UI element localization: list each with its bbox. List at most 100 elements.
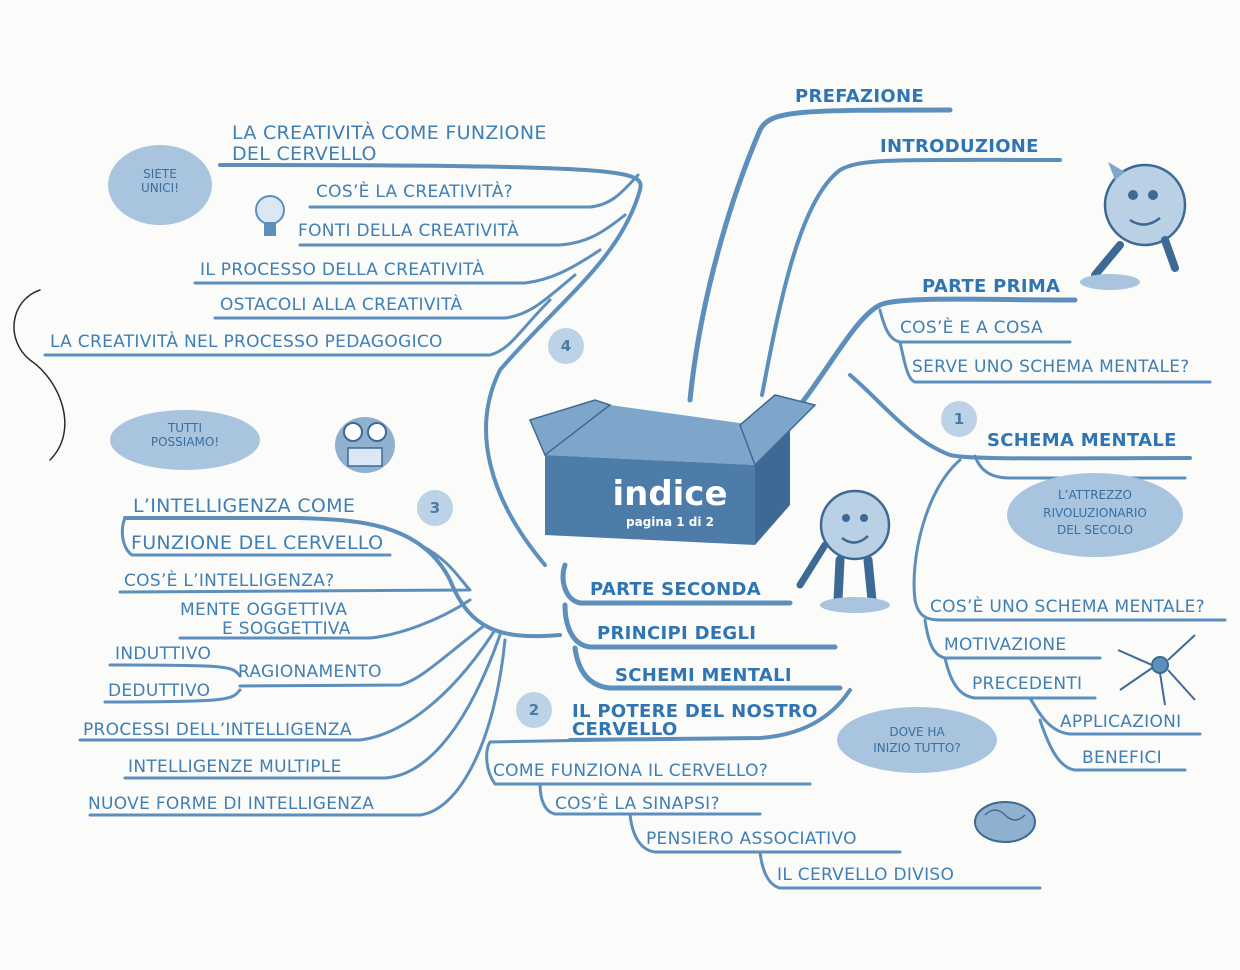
- neuron-icon: [1117, 634, 1196, 706]
- label-section3-item-7[interactable]: PROCESSI DELL’INTELLIGENZA: [83, 720, 352, 740]
- branch-section1-e: [1038, 718, 1187, 772]
- label-section1-item-1[interactable]: COS’È UNO SCHEMA MENTALE?: [930, 597, 1205, 617]
- center-title: indice: [612, 474, 728, 514]
- cloud-text-attrezzo-2: RIVOLUZIONARIO: [1043, 506, 1147, 520]
- branch-schemi: [572, 645, 843, 691]
- brain-icon: [974, 801, 1036, 843]
- label-section2-title-1[interactable]: IL POTERE DEL NOSTRO: [572, 701, 818, 722]
- label-section2-item-3[interactable]: PENSIERO ASSOCIATIVO: [646, 829, 857, 849]
- label-section4-item-3[interactable]: IL PROCESSO DELLA CREATIVITÀ: [200, 260, 485, 280]
- branch-section1-a: [912, 458, 1227, 622]
- branch-section1-c: [943, 656, 1097, 700]
- branch-section3-f: [78, 628, 497, 742]
- label-section1-item-5[interactable]: BENEFICI: [1082, 748, 1162, 768]
- label-prefazione[interactable]: PREFAZIONE: [795, 86, 924, 107]
- branch-section3-c: [238, 623, 487, 688]
- owl-icon: [335, 417, 395, 473]
- branch-section1-sub: [973, 454, 1187, 480]
- label-section4-title-2[interactable]: DEL CERVELLO: [232, 143, 377, 165]
- center-subtitle: pagina 1 di 2: [626, 515, 714, 529]
- label-schemi-mentali[interactable]: SCHEMI MENTALI: [615, 665, 792, 686]
- branch-section4-a: [308, 173, 640, 209]
- label-section3-item-3[interactable]: E SOGGETTIVA: [222, 619, 351, 639]
- branch-section1-d: [1028, 696, 1202, 736]
- section-1-number: 1: [941, 401, 977, 437]
- cloud-text-siete-1: SIETE: [143, 167, 177, 181]
- branch-section3-d: [108, 663, 242, 678]
- label-section1-item-2[interactable]: MOTIVAZIONE: [944, 635, 1067, 655]
- cloud-text-dove-1: DOVE HA: [889, 725, 945, 739]
- branch-section3-e: [103, 688, 242, 704]
- label-section4-title-1[interactable]: LA CREATIVITÀ COME FUNZIONE: [232, 122, 547, 144]
- label-section3-item-9[interactable]: NUOVE FORME DI INTELLIGENZA: [88, 794, 375, 814]
- label-principi-degli[interactable]: PRINCIPI DEGLI: [597, 623, 757, 644]
- branch-parte-prima: [767, 296, 1078, 443]
- label-parte-prima-1[interactable]: COS’È E A COSA: [900, 318, 1043, 338]
- label-section4-item-4[interactable]: OSTACOLI ALLA CREATIVITÀ: [220, 295, 463, 315]
- section-2-number: 2: [516, 692, 552, 728]
- cloud-tutti-possiamo: [110, 410, 260, 470]
- section-3-number: 3: [417, 490, 453, 526]
- label-schema-mentale[interactable]: SCHEMA MENTALE: [987, 430, 1177, 451]
- branch-section4-d: [213, 273, 577, 320]
- label-section1-item-3[interactable]: PRECEDENTI: [972, 674, 1083, 694]
- branch-section2-d: [758, 850, 1042, 890]
- branch-section3-a: [118, 543, 472, 594]
- label-section4-item-2[interactable]: FONTI DELLA CREATIVITÀ: [298, 221, 519, 241]
- label-section3-item-5[interactable]: INDUTTIVO: [115, 644, 212, 664]
- branch-section4-c: [193, 248, 602, 285]
- label-section3-item-2[interactable]: MENTE OGGETTIVA: [180, 600, 348, 620]
- branch-section4-e: [43, 298, 552, 357]
- label-section2-title-2[interactable]: CERVELLO: [572, 719, 678, 740]
- label-section3-title-2[interactable]: FUNZIONE DEL CERVELLO: [131, 532, 384, 554]
- branch-section1: [848, 373, 1192, 461]
- branch-section2-b: [538, 782, 762, 816]
- mascot-pointing-icon: [796, 489, 891, 613]
- branch-parte-prima-2: [898, 340, 1212, 384]
- label-section3-title-1[interactable]: L’INTELLIGENZA COME: [133, 495, 356, 517]
- branch-section3-b: [178, 598, 472, 640]
- branch-section2-a: [485, 738, 812, 786]
- cloud-text-tutti-1: TUTTI: [167, 421, 203, 435]
- label-section3-item-4[interactable]: RAGIONAMENTO: [238, 662, 382, 682]
- cloud-dove-ha-inizio: [837, 707, 997, 773]
- label-section2-item-1[interactable]: COME FUNZIONA IL CERVELLO?: [493, 761, 769, 781]
- label-section3-item-6[interactable]: DEDUTTIVO: [108, 681, 211, 701]
- branch-section3-h: [88, 638, 507, 817]
- lightbulb-icon: [255, 195, 285, 236]
- stray-pen-mark: [13, 289, 66, 461]
- label-section3-item-8[interactable]: INTELLIGENZE MULTIPLE: [128, 757, 342, 777]
- branch-parte-seconda: [560, 562, 793, 606]
- cloud-siete-unici: [108, 145, 212, 225]
- label-parte-prima[interactable]: PARTE PRIMA: [922, 276, 1061, 297]
- label-section2-item-4[interactable]: IL CERVELLO DIVISO: [777, 865, 955, 885]
- cloud-text-tutti-2: POSSIAMO!: [150, 435, 220, 449]
- branch-section2: [568, 688, 852, 742]
- label-section3-item-1[interactable]: COS’È L’INTELLIGENZA?: [124, 571, 335, 591]
- branch-section3-title: [120, 516, 392, 557]
- box-icon: [528, 394, 817, 545]
- label-introduzione[interactable]: INTRODUZIONE: [880, 136, 1039, 157]
- branch-section4: [218, 163, 643, 567]
- label-section2-item-2[interactable]: COS’È LA SINAPSI?: [555, 794, 720, 814]
- mascot-running-icon: [1080, 162, 1187, 290]
- cloud-attrezzo: [1007, 473, 1183, 557]
- label-section1-item-4[interactable]: APPLICAZIONI: [1060, 712, 1182, 732]
- label-section4-item-1[interactable]: COS’È LA CREATIVITÀ?: [316, 182, 513, 202]
- cloud-text-dove-2: INIZIO TUTTO?: [873, 741, 961, 755]
- cloud-text-attrezzo-1: L’ATTREZZO: [1057, 488, 1133, 502]
- branch-section3: [123, 516, 562, 639]
- cloud-text-siete-2: UNICI!: [140, 181, 180, 195]
- branch-section3-g: [123, 633, 502, 780]
- branch-section2-c: [628, 812, 902, 854]
- label-parte-seconda[interactable]: PARTE SECONDA: [590, 579, 761, 600]
- label-section4-item-5[interactable]: LA CREATIVITÀ NEL PROCESSO PEDAGOGICO: [50, 332, 443, 352]
- cloud-text-attrezzo-3: DEL SECOLO: [1056, 523, 1134, 537]
- branch-principi: [562, 602, 838, 650]
- label-parte-prima-2[interactable]: SERVE UNO SCHEMA MENTALE?: [912, 357, 1190, 377]
- section-4-number: 4: [548, 328, 584, 364]
- branch-prefazione: [687, 107, 953, 403]
- branch-introduzione: [760, 157, 1062, 397]
- branch-section4-b: [298, 213, 627, 247]
